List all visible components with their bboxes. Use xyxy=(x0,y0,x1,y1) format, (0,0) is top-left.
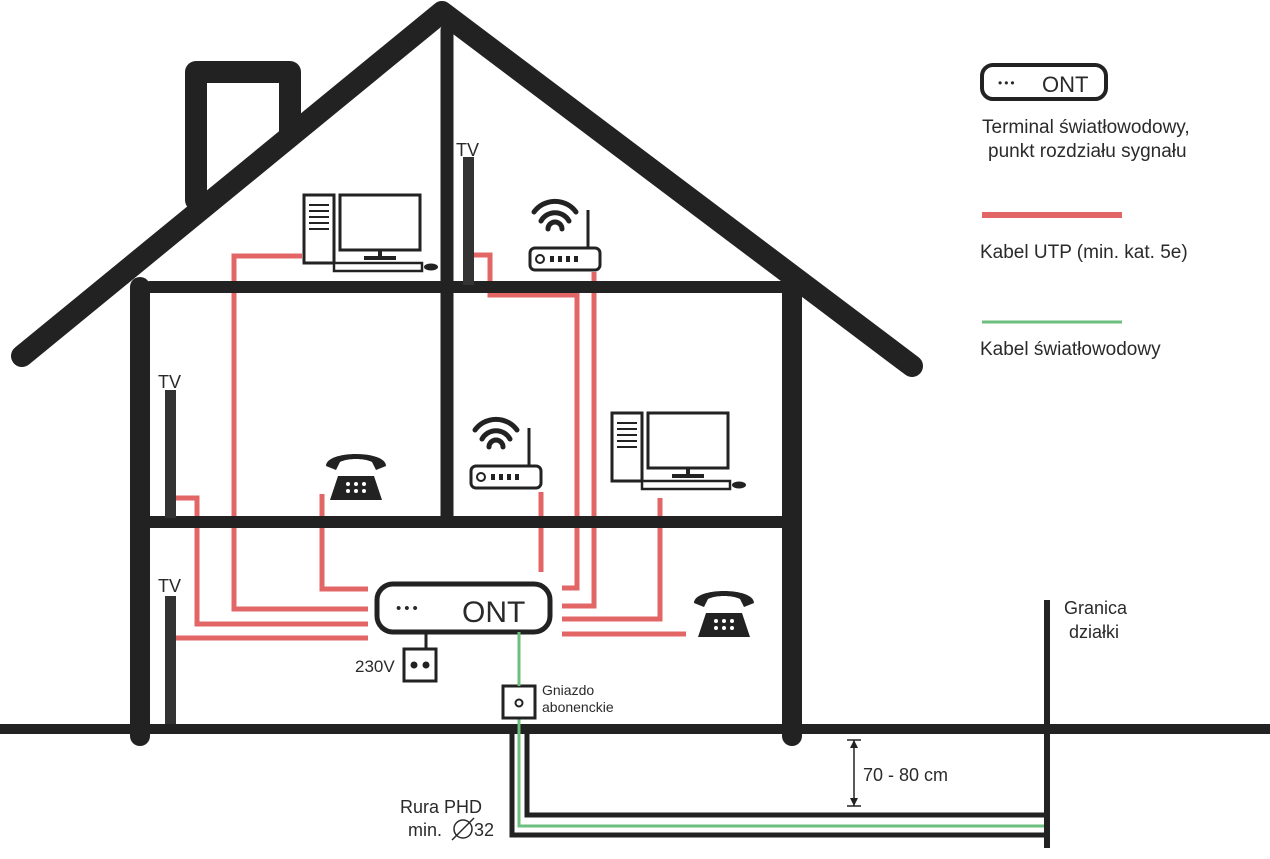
utp-legend-label: Kabel UTP (min. kat. 5e) xyxy=(980,242,1188,263)
legend: ••• ONT Terminal światłowodowy, punkt ro… xyxy=(980,63,1190,360)
ont-terminal: ••• ONT xyxy=(374,581,553,635)
pipe-label-line1: Rura PHD xyxy=(400,797,482,817)
pipe-diameter: 32 xyxy=(474,820,494,840)
ont-dots: ••• xyxy=(998,76,1017,90)
boundary-label-line2: działki xyxy=(1069,622,1119,642)
tv-label: TV xyxy=(456,140,479,160)
ont-caption-line1: Terminal światłowodowy, xyxy=(982,117,1190,138)
fiber-legend-label: Kabel światłowodowy xyxy=(980,339,1161,360)
tv-top: TV xyxy=(456,140,479,285)
computer-icon xyxy=(610,411,748,491)
ont-label: ONT xyxy=(1042,72,1088,97)
phd-pipe xyxy=(509,730,1047,838)
computer-icon xyxy=(302,193,440,273)
subscriber-socket: Gniazdo abonenckie xyxy=(501,672,614,720)
tv-bottom: TV xyxy=(158,576,181,724)
diameter-icon xyxy=(453,819,473,839)
phone-icon xyxy=(694,591,754,637)
legend-ont: ••• ONT Terminal światłowodowy, punkt ro… xyxy=(980,63,1190,162)
voltage-label: 230V xyxy=(355,657,395,676)
router-icon xyxy=(471,419,541,488)
tv-label: TV xyxy=(158,372,181,392)
socket-label-line1: Gniazdo xyxy=(542,682,594,698)
power-socket: 230V xyxy=(355,632,438,683)
legend-utp: Kabel UTP (min. kat. 5e) xyxy=(980,212,1188,263)
utp-cables xyxy=(165,252,686,641)
plot-boundary: Granica działki xyxy=(1044,598,1128,848)
router-icon xyxy=(530,201,600,270)
boundary-label-line1: Granica xyxy=(1064,598,1128,618)
depth-label: 70 - 80 cm xyxy=(863,765,948,785)
pipe-label: Rura PHD min. 32 xyxy=(400,797,494,841)
ont-caption-line2: punkt rozdziału sygnału xyxy=(988,141,1187,162)
phone-icon xyxy=(326,454,386,500)
ont-dots: ••• xyxy=(396,600,421,617)
pipe-label-line2: min. xyxy=(408,820,442,840)
depth-dimension: 70 - 80 cm xyxy=(847,739,948,807)
house-structure xyxy=(0,1,1270,746)
tv-label: TV xyxy=(158,576,181,596)
socket-label-line2: abonenckie xyxy=(542,699,614,715)
legend-fiber: Kabel światłowodowy xyxy=(980,320,1161,360)
tv-middle: TV xyxy=(158,372,181,518)
ont-label: ONT xyxy=(462,596,525,629)
